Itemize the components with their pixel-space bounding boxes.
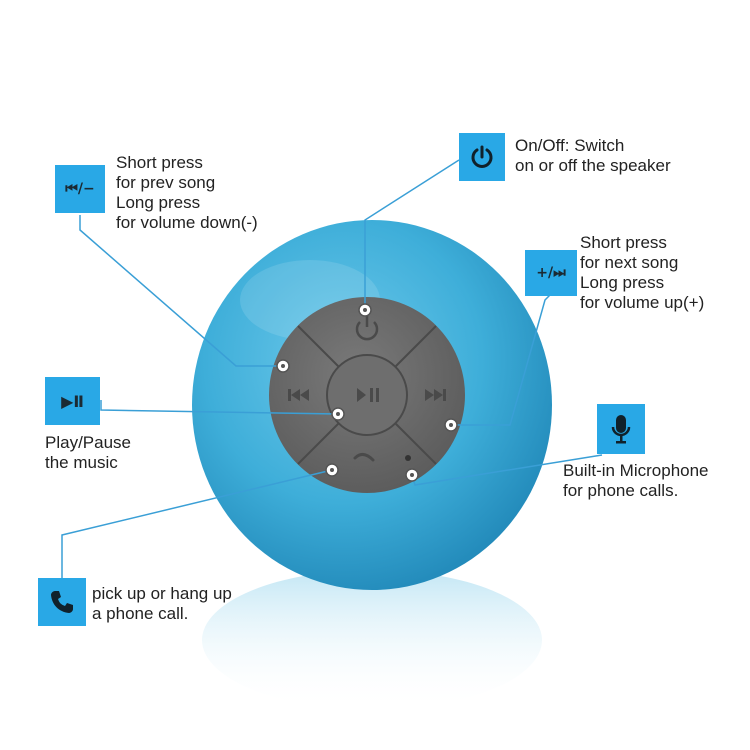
next-line-4: for volume up(+) [580,293,705,312]
play-line-2: the music [45,453,118,472]
prev-button-glyph[interactable] [288,389,309,401]
power-icon [459,133,505,181]
next-line-2: for next song [580,253,679,272]
microphone-hole [405,455,411,461]
power-line-1: On/Off: Switch [515,136,625,155]
button-dividers [297,325,437,465]
prev-line-3: Long press [116,193,201,212]
phone-line-2: a phone call. [92,604,189,623]
prev-callout-text: Short press for prev song Long press for… [116,153,258,233]
play-pause-glyph[interactable] [357,388,379,402]
prev-line-1: Short press [116,153,203,172]
power-callout-text: On/Off: Switch on or off the speaker [515,136,671,176]
next-line-1: Short press [580,233,667,252]
play-line-1: Play/Pause [45,433,131,452]
mic-line-2: for phone calls. [563,481,679,500]
prev-volume-down-icon: ⏮/− [55,165,105,213]
next-button-glyph[interactable] [425,389,446,401]
next-volume-up-icon: +/⏭ [525,250,577,296]
mic-line-1: Built-in Microphone [563,461,709,480]
play-pause-button[interactable] [326,354,408,436]
play-pause-icon: ▶Ⅱ [45,377,100,425]
play-pause-icon-glyph: ▶Ⅱ [61,391,84,411]
microphone-icon [597,404,645,454]
next-volume-up-glyph: +/⏭ [536,265,566,281]
prev-line-4: for volume down(-) [116,213,258,232]
prev-volume-down-glyph: ⏮/− [65,181,95,197]
mic-callout-text: Built-in Microphone for phone calls. [563,461,709,501]
power-button-glyph[interactable] [355,315,379,341]
prev-line-2: for prev song [116,173,216,192]
next-callout-text: Short press for next song Long press for… [580,233,704,313]
phone-button-glyph[interactable] [353,453,375,462]
power-line-2: on or off the speaker [515,156,671,175]
speaker-reflection [202,570,542,710]
phone-icon [38,578,86,626]
phone-line-1: pick up or hang up [92,584,232,603]
next-line-3: Long press [580,273,665,292]
phone-callout-text: pick up or hang up a phone call. [92,584,232,624]
play-callout-text: Play/Pause the music [45,433,131,473]
